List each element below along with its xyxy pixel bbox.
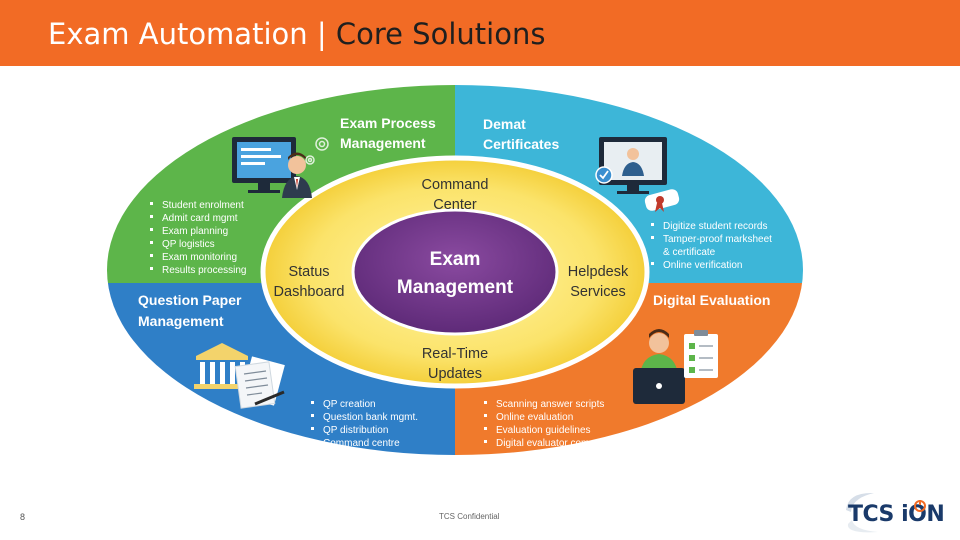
list-item: Online evaluation — [496, 412, 573, 423]
gear-icon — [305, 137, 329, 165]
list-item: Exam planning — [162, 226, 228, 237]
ring-label-status-dashboard-2: Dashboard — [274, 284, 345, 300]
center-ellipse — [351, 208, 559, 336]
list-item: Student enrolment — [162, 200, 244, 211]
title-bar: Exam Automation | Core Solutions — [0, 0, 960, 66]
list-item: QP distribution — [323, 425, 388, 436]
list-item: Online verification — [663, 260, 742, 271]
ring-label-helpdesk-services-1: Helpdesk — [568, 264, 629, 280]
logo-text: TCS iON — [848, 502, 945, 527]
list-item: Scanning answer scripts — [496, 399, 604, 410]
quadrant-title-question-paper-1: Question Paper — [138, 292, 242, 308]
list-item: Evaluation guidelines — [496, 425, 591, 436]
quadrant-title-digital-evaluation: Digital Evaluation — [653, 292, 770, 308]
confidential-label: TCS Confidential — [439, 512, 500, 521]
center-label-line1: Exam — [430, 249, 481, 270]
bullet-list-question-paper: QP creation Question bank mgmt. QP distr… — [311, 399, 418, 449]
quadrant-title-demat-1: Demat — [483, 116, 526, 132]
ring-label-status-dashboard-1: Status — [288, 264, 329, 280]
checklist-icon — [684, 330, 718, 378]
list-item: Digitize student records — [663, 221, 768, 232]
bullet-list-demat: Digitize student records Tamper-proof ma… — [651, 221, 772, 271]
ring-label-command-center-1: Command — [422, 177, 489, 193]
certificate-monitor-icon — [595, 137, 680, 212]
list-item: Tamper-proof marksheet — [663, 234, 772, 245]
list-item: Admit card mgmt — [162, 213, 238, 224]
ring-label-realtime-updates-2: Updates — [428, 366, 482, 382]
list-item: QP creation — [323, 399, 376, 410]
tcs-ion-logo: TCS iON — [838, 490, 950, 534]
list-item: Exam monitoring — [162, 252, 237, 263]
list-item: Digital evaluator community — [496, 438, 619, 449]
evaluator-icon — [633, 329, 685, 404]
computer-user-icon — [232, 137, 312, 198]
bullet-list-exam-process: Student enrolment Admit card mgmt Exam p… — [150, 200, 246, 276]
slide-title: Exam Automation | Core Solutions — [48, 17, 546, 51]
bullet-list-digital-evaluation: Scanning answer scripts Online evaluatio… — [484, 399, 619, 449]
ring-label-realtime-updates-1: Real-Time — [422, 346, 488, 362]
quadrant-title-question-paper-2: Management — [138, 313, 224, 329]
list-item: & certificate — [663, 247, 716, 258]
slide-number: 8 — [20, 512, 26, 522]
logo-power-icon — [914, 500, 926, 512]
list-item: QP logistics — [162, 239, 215, 250]
list-item: Command centre — [323, 438, 400, 449]
list-item: Results processing — [162, 265, 246, 276]
documents-icon — [234, 356, 285, 409]
list-item: Question bank mgmt. — [323, 412, 418, 423]
ring-label-command-center-2: Center — [433, 197, 477, 213]
center-label-line2: Management — [397, 277, 514, 298]
quadrant-title-demat-2: Certificates — [483, 136, 559, 152]
quadrant-title-exam-process-1: Exam Process — [340, 115, 436, 131]
ring-label-helpdesk-services-2: Services — [570, 284, 626, 300]
quadrant-title-exam-process-2: Management — [340, 135, 426, 151]
logo-swoosh-icon — [846, 492, 878, 533]
